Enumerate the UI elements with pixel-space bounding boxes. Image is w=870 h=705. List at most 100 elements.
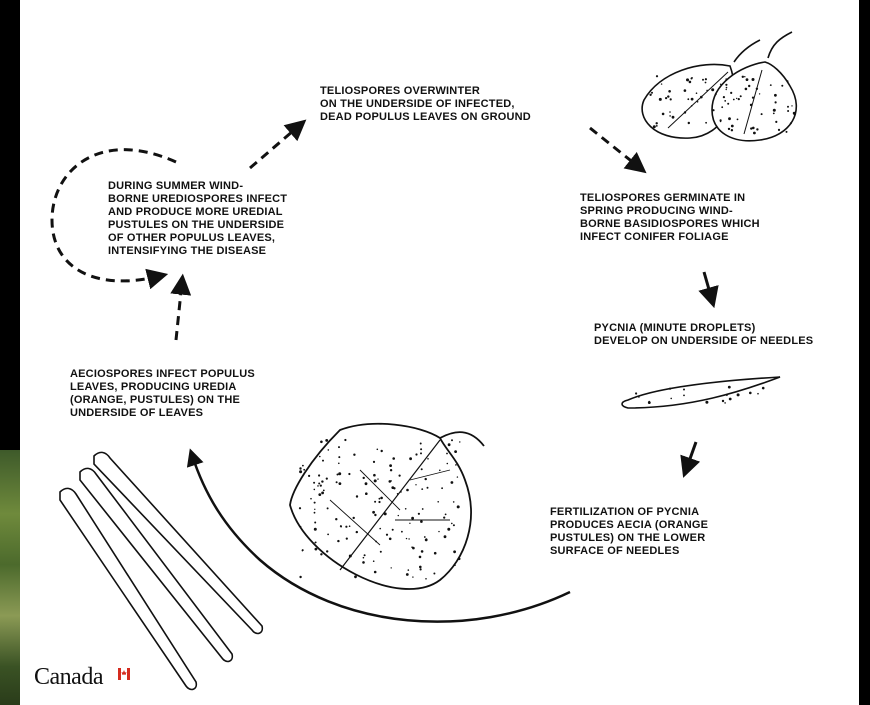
speckle [415,484,416,485]
speckle [750,104,753,107]
speckle [373,461,375,463]
speckle [791,105,792,106]
speckle [420,568,422,570]
speckle [744,76,745,77]
speckle [363,477,365,479]
speckle [684,111,686,113]
speckle [669,115,671,117]
speckle [656,75,658,77]
speckle [373,474,376,477]
speckle [748,85,750,87]
speckle [322,460,324,462]
speckle [427,458,429,460]
arrow-aeciospores-to-summer [176,282,182,340]
canada-flag-icon [118,668,130,680]
speckle [696,92,698,94]
speckle [665,97,667,99]
speckle [689,81,692,84]
speckle [720,119,722,121]
speckle [441,487,443,489]
speckle [445,514,447,516]
speckle [722,400,724,402]
speckle [318,493,321,496]
arrow-summer-to-overwinter [250,125,300,168]
speckle [762,387,765,390]
speckle [353,454,355,456]
speckle [761,113,763,115]
arrow-pycnia-to-fertilization [686,442,696,470]
speckle [705,401,708,404]
speckle [405,508,407,510]
speckle [454,564,456,566]
speckle [313,482,315,484]
speckle [392,529,394,531]
speckle [406,573,409,576]
conifer-needles-aecia-illustration [60,452,262,689]
speckle [315,548,318,551]
speckle [726,89,727,90]
speckle [320,441,323,444]
speckle [686,78,689,81]
speckle [375,541,377,543]
speckle [374,479,377,482]
speckle [397,493,399,495]
speckle [384,512,387,515]
speckle [451,439,453,441]
speckle [320,553,322,555]
speckle [356,495,358,497]
speckle [348,473,350,475]
speckle [340,526,342,528]
speckle [659,98,662,101]
speckle [299,507,301,509]
speckle [390,469,392,471]
speckle [451,523,453,525]
speckle [453,550,456,553]
speckle [300,526,302,528]
speckle [409,457,412,460]
speckle [346,538,348,540]
speckle [400,491,402,493]
speckle [725,78,727,80]
speckle [778,129,780,131]
speckle [399,475,401,477]
speckle [337,540,339,542]
speckle [349,555,352,558]
speckle [742,76,744,78]
poplar-leaves-illustration [642,32,796,141]
speckle [705,122,707,124]
speckle [406,538,407,539]
speckle [314,489,316,491]
speckle [427,487,429,489]
speckle [669,111,671,113]
speckle [356,531,358,533]
step-fertilization: FERTILIZATION OF PYCNIA PRODUCES AECIA (… [550,506,708,558]
speckle [669,388,671,390]
speckle [787,106,789,108]
speckle [314,509,315,510]
speckle [418,513,420,515]
speckle [775,101,777,103]
speckle [459,441,460,442]
speckle [380,551,382,553]
speckle [752,97,754,99]
speckle [433,573,435,575]
speckle [408,569,410,571]
speckle [745,88,748,91]
speckle [411,517,414,520]
speckle [728,117,731,120]
speckle [458,558,461,561]
speckle [379,528,381,530]
speckle [661,83,662,84]
speckle [338,456,340,458]
speckle [790,122,792,124]
speckle [420,443,422,445]
speckle [724,100,726,102]
speckle [380,497,383,500]
speckle [787,80,789,82]
needle-pycnia-illustration [622,377,780,408]
speckle [759,93,760,94]
speckle [691,105,693,107]
speckle [398,515,399,516]
speckle [420,452,422,454]
speckle [683,389,685,391]
